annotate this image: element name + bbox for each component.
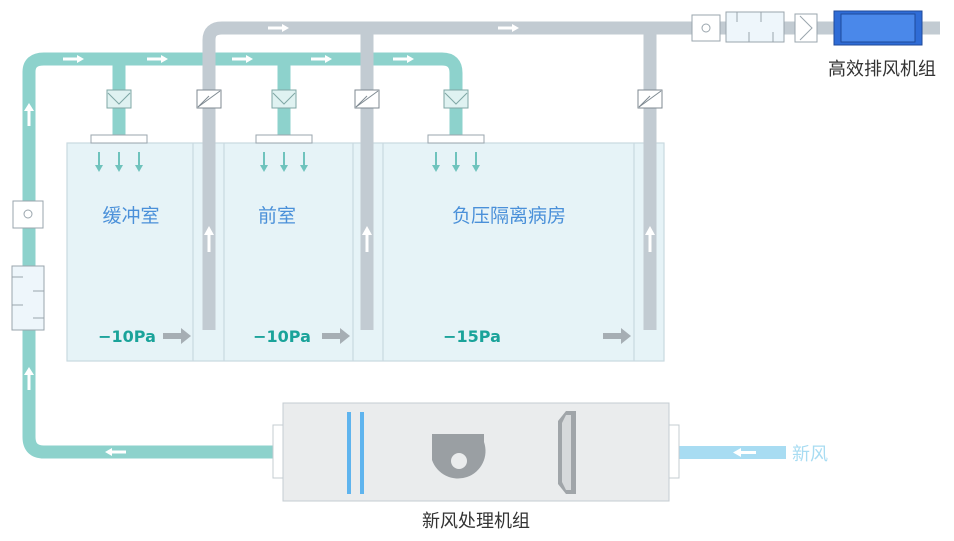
- supply-riser-components: [11, 200, 45, 331]
- room-label-buffer: 缓冲室: [102, 205, 159, 227]
- fresh-air-label: 新风: [792, 444, 828, 465]
- pressure-label-buffer: −10Pa: [98, 327, 156, 346]
- blower-icon: [432, 434, 486, 479]
- silencer-icon: [725, 11, 785, 43]
- supply-duct: [22, 52, 463, 459]
- arrow-down-icon: [280, 152, 288, 172]
- arrow-right-icon: [603, 328, 631, 344]
- silencer-icon: [11, 265, 45, 331]
- arrow-down-icon: [300, 152, 308, 172]
- arrow-down-icon: [432, 152, 440, 172]
- pressure-label-ward: −15Pa: [443, 327, 501, 346]
- exhaust-duct: [202, 21, 940, 330]
- arrow-right-icon: [163, 328, 191, 344]
- labels: 缓冲室 前室 负压隔离病房 −10Pa −10Pa −15Pa 高效排风机组 新…: [98, 59, 936, 532]
- damper-icon: [12, 200, 44, 229]
- supply-valves: [106, 89, 469, 109]
- exhaust-unit-label: 高效排风机组: [828, 59, 936, 80]
- damper-icon: [691, 14, 721, 42]
- arrow-up-icon: [24, 367, 34, 390]
- valve-icon: [443, 89, 469, 109]
- exhaust-valves: [196, 89, 663, 109]
- arrow-down-icon: [260, 152, 268, 172]
- coil-icon: [360, 412, 364, 494]
- arrow-down-icon: [115, 152, 123, 172]
- arrow-right-icon: [498, 24, 519, 32]
- arrow-right-icon: [232, 55, 253, 63]
- exhaust-components: [691, 10, 923, 46]
- coil-icon: [347, 412, 351, 494]
- arrow-right-icon: [63, 55, 84, 63]
- room-label-anteroom: 前室: [258, 205, 296, 227]
- arrow-up-icon: [362, 226, 372, 252]
- valve-icon: [271, 89, 297, 109]
- valve-icon: [637, 89, 663, 109]
- valve-icon: [106, 89, 132, 109]
- arrow-up-icon: [645, 226, 655, 252]
- arrow-right-icon: [147, 55, 168, 63]
- arrow-up-icon: [204, 226, 214, 252]
- filter-icon: [794, 13, 818, 43]
- airflow-arrows: [24, 24, 756, 457]
- arrow-down-icon: [452, 152, 460, 172]
- ahu-unit: [272, 402, 680, 502]
- arrow-up-icon: [24, 103, 34, 126]
- arrow-left-icon: [733, 448, 756, 457]
- arrow-right-icon: [311, 55, 332, 63]
- arrow-right-icon: [393, 55, 414, 63]
- ahu-label: 新风处理机组: [422, 511, 530, 532]
- supply-diffusers: [90, 134, 485, 144]
- arrow-left-icon: [105, 448, 126, 456]
- supply-down-arrows: [95, 152, 480, 172]
- fresh-air-duct: [679, 446, 786, 459]
- exhaust-fan-icon: [833, 10, 923, 46]
- diffuser: [427, 134, 485, 144]
- arrow-down-icon: [95, 152, 103, 172]
- diffuser: [90, 134, 148, 144]
- ahu-filter-icon: [558, 411, 576, 494]
- arrow-right-icon: [322, 328, 350, 344]
- valve-icon: [354, 89, 380, 109]
- pressure-flow-arrows: [163, 328, 631, 344]
- diffuser: [255, 134, 313, 144]
- pressure-label-anteroom: −10Pa: [253, 327, 311, 346]
- valve-icon: [196, 89, 222, 109]
- room-label-ward: 负压隔离病房: [452, 205, 566, 227]
- arrow-down-icon: [135, 152, 143, 172]
- arrow-down-icon: [472, 152, 480, 172]
- arrow-right-icon: [268, 24, 289, 32]
